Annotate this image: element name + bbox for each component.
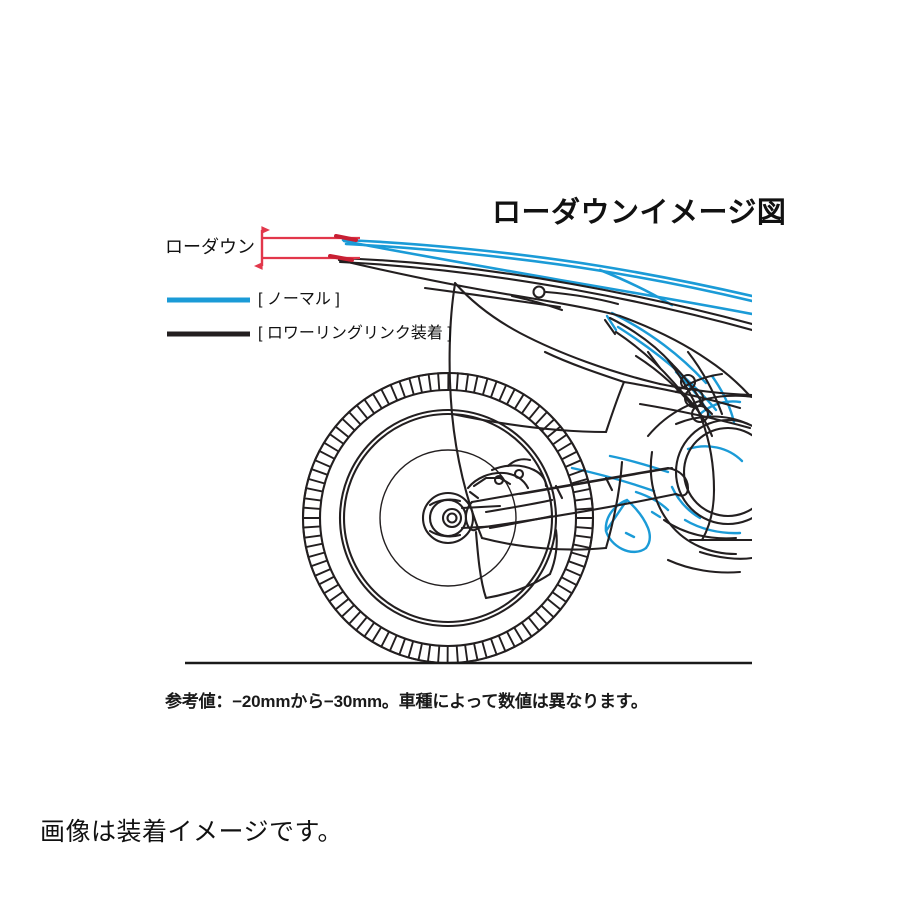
image-caption-note: 画像は装着イメージです。 bbox=[40, 818, 344, 846]
page-title: ローダウンイメージ図 bbox=[492, 197, 787, 229]
lowered-position-linework bbox=[301, 256, 752, 665]
legend-label-lowered: [ ロワーリングリンク装着 ] bbox=[258, 325, 452, 342]
normal-position-outline bbox=[341, 238, 752, 316]
lowdown-measure-guides bbox=[254, 226, 360, 270]
legend-swatches bbox=[167, 297, 250, 337]
reference-value-note: 参考値：−20mmから−30mm。車種によって数値は異なります。 bbox=[165, 692, 648, 711]
lowdown-measure-label: ローダウン bbox=[165, 237, 255, 257]
legend-label-normal: [ ノーマル ] bbox=[258, 291, 340, 308]
tire-tread-blocks bbox=[302, 372, 594, 664]
